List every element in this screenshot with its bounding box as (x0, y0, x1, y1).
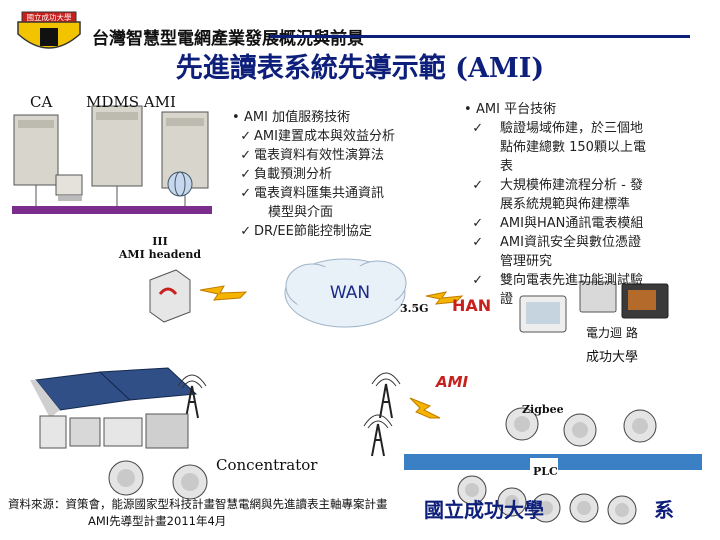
smart-meter-icon (108, 460, 144, 496)
list-item: ✓ 大規模佈建流程分析 - 發 (464, 176, 646, 195)
lightning-link-icon (199, 285, 248, 301)
list-item-continuation: 表 (464, 157, 646, 176)
source-note: 資料來源：資策會，能源國家型科技計畫智慧電網與先進讀表主軸專案計畫 AMI先導型… (8, 496, 388, 530)
list-item-text: AMI資訊安全與數位憑證 (500, 235, 641, 250)
headend-firewall-icon (149, 269, 191, 323)
wan-cloud-icon (284, 258, 407, 328)
list-item-continuation: 證 (464, 290, 646, 309)
list-item: ✓電表資料匯集共通資訊 (232, 186, 385, 201)
list-item: ✓ AMI資訊安全與數位憑證 (464, 233, 646, 252)
dept-char: 系 (654, 498, 674, 522)
plc-label-bg (530, 458, 558, 470)
platform-heading: •AMI 平台技術 (464, 102, 557, 117)
smart-meter-icon (623, 409, 657, 443)
list-item-text: 表 (500, 159, 514, 174)
list-item: ✓ 驗證場域佈建，於三個地 (464, 119, 646, 138)
server-icon (91, 105, 143, 206)
list-item-text: 大規模佈建流程分析 - 發 (500, 178, 643, 193)
ncku-name: 國立成功大學 (424, 498, 544, 522)
radio-tower-icon (371, 372, 401, 419)
lightning-link-icon (425, 291, 464, 305)
check-icon: ✓ (464, 121, 484, 136)
check-icon: ✓ (464, 273, 484, 288)
solar-panel-icon (30, 367, 198, 418)
ami-label: AMI (436, 373, 469, 391)
smart-meter-icon (607, 495, 637, 525)
list-item-text: 驗證場域佈建，於三個地 (500, 121, 644, 136)
list-item-text: 管理研究 (500, 254, 553, 269)
services-list: •AMI 加值服務技術 ✓AMI建置成本與效益分析 ✓電表資料有效性演算法 ✓負… (232, 108, 395, 241)
meter-photo-icon (39, 415, 67, 449)
list-item: ✓電表資料有效性演算法 (232, 148, 385, 163)
list-item-text: AMI與HAN通訊電表模組 (500, 216, 644, 231)
top-title: 台灣智慧型電網產業發展概況與前景 (92, 29, 364, 49)
university-label: 成功大學 (586, 350, 639, 365)
meter-photo-icon (103, 417, 143, 447)
plc-label: PLC (533, 465, 558, 478)
smart-meter-icon (579, 281, 617, 313)
list-item-text: 雙向電表先進功能測試驗 (500, 273, 644, 288)
globe-icon (167, 171, 193, 197)
check-icon: ✓ (464, 178, 484, 193)
check-icon: ✓ (464, 235, 484, 250)
list-item: ✓ 雙向電表先進功能測試驗 (464, 271, 646, 290)
meter-photo-icon (69, 417, 101, 447)
radio-tower-icon (363, 414, 393, 457)
in-home-display-icon (519, 295, 567, 333)
smart-meter-icon (531, 493, 561, 523)
list-item: ✓DR/EE節能控制協定 (232, 224, 372, 239)
mdms-ami-label: MDMS AMI (86, 93, 176, 111)
power-circuit-label: 電力迴 路 (586, 326, 638, 340)
headend-label-line: III (152, 235, 168, 248)
list-item-text: 證 (500, 292, 514, 307)
list-item: ✓AMI建置成本與效益分析 (232, 129, 395, 144)
list-item-continuation: 模型與介面 (268, 205, 334, 220)
headend-label-line: AMI headend (118, 248, 202, 261)
concentrator-label: Concentrator (216, 456, 318, 474)
services-heading: •AMI 加值服務技術 (232, 110, 351, 125)
list-item-continuation: 展系統規範與佈建標準 (464, 195, 646, 214)
lightning-link-icon (409, 397, 441, 419)
smart-meter-icon (569, 493, 599, 523)
smart-meter-icon (172, 464, 208, 500)
han-label: HAN (452, 296, 492, 315)
university-seal-logo: 國立成功大學 (17, 11, 81, 49)
source-line: AMI先導型計畫2011年4月 (88, 514, 227, 528)
smart-meter-icon (497, 487, 527, 517)
source-line: 資料來源：資策會，能源國家型科技計畫智慧電網與先進讀表主軸專案計畫 (8, 497, 388, 511)
list-item-continuation: 管理研究 (464, 252, 646, 271)
logo-lettering: 國立成功大學 (27, 12, 72, 22)
title-divider (270, 35, 690, 38)
list-item-continuation: 點佈建總數 150顆以上電 (464, 138, 646, 157)
wan-label: WAN (329, 283, 371, 303)
server-icon (13, 114, 59, 206)
ca-label: CA (30, 93, 53, 111)
smart-meter-icon (457, 475, 487, 505)
35g-label: 3.5G (400, 302, 429, 315)
server-bus (12, 206, 212, 214)
page-title: 先進讀表系統先導示範 (AMI) (175, 53, 545, 84)
list-item-text: 點佈建總數 150顆以上電 (500, 140, 646, 155)
radio-tower-icon (177, 374, 207, 419)
check-icon: ✓ (464, 216, 484, 231)
meter-photo-icon (145, 413, 189, 449)
smart-meter-icon (505, 407, 539, 441)
platform-list: •AMI 平台技術 ✓ 驗證場域佈建，於三個地點佈建總數 150顆以上電表 ✓ 大規… (464, 100, 646, 309)
list-item-text: 展系統規範與佈建標準 (500, 197, 631, 212)
list-item: ✓負載預測分析 (232, 167, 333, 182)
smart-meter-icon (563, 413, 597, 447)
zigbee-label: Zigbee (522, 403, 564, 416)
headend-label: III AMI headend (90, 235, 230, 261)
platform-items: ✓ 驗證場域佈建，於三個地點佈建總數 150顆以上電表 ✓ 大規模佈建流程分析 - … (464, 119, 646, 309)
appliance-oven-icon (621, 283, 669, 319)
list-item: ✓ AMI與HAN通訊電表模組 (464, 214, 646, 233)
workstation-icon (55, 174, 83, 201)
